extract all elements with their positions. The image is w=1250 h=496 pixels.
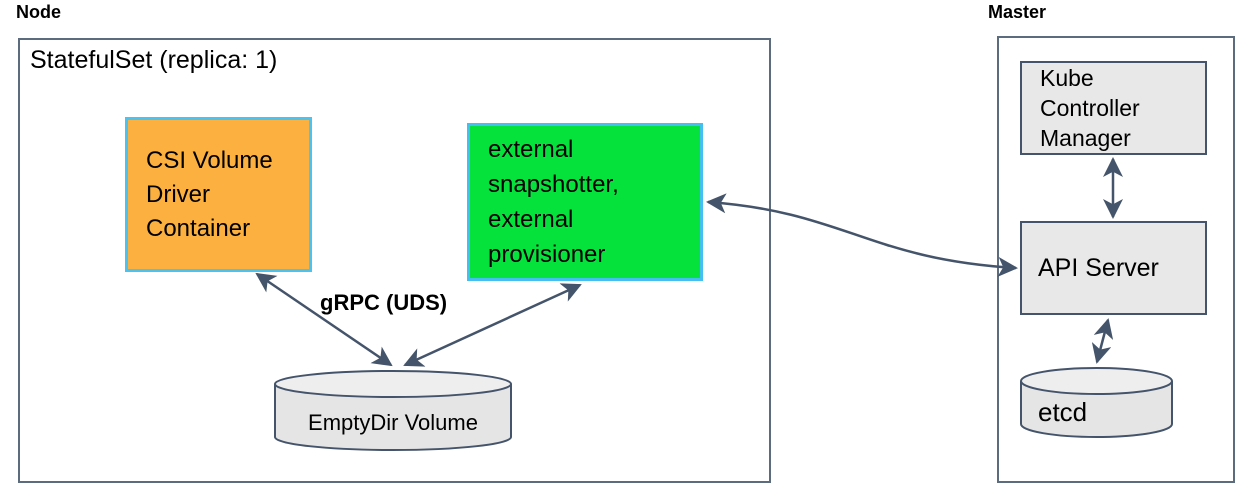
external-snapshotter-provisioner-box: external snapshotter, external provision… (467, 123, 703, 281)
api-server-box: API Server (1020, 221, 1207, 315)
csi-volume-driver-container-label: CSI Volume Driver Container (146, 146, 273, 242)
api-server-label: API Server (1038, 254, 1159, 282)
emptydir-volume-label: EmptyDir Volume (308, 410, 478, 435)
grpc-uds-label: gRPC (UDS) (320, 290, 448, 315)
etcd-label: etcd (1038, 397, 1088, 427)
external-snapshotter-provisioner-label: external snapshotter, external provision… (488, 136, 619, 268)
kube-controller-manager-label: Kube Controller Manager (1040, 65, 1140, 151)
statefulset-label: StatefulSet (replica: 1) (30, 46, 278, 74)
master-section-label: Master (988, 2, 1047, 22)
kube-controller-manager-box: Kube Controller Manager (1020, 61, 1207, 155)
csi-volume-driver-container-box: CSI Volume Driver Container (125, 117, 312, 272)
node-section-label: Node (16, 2, 61, 22)
